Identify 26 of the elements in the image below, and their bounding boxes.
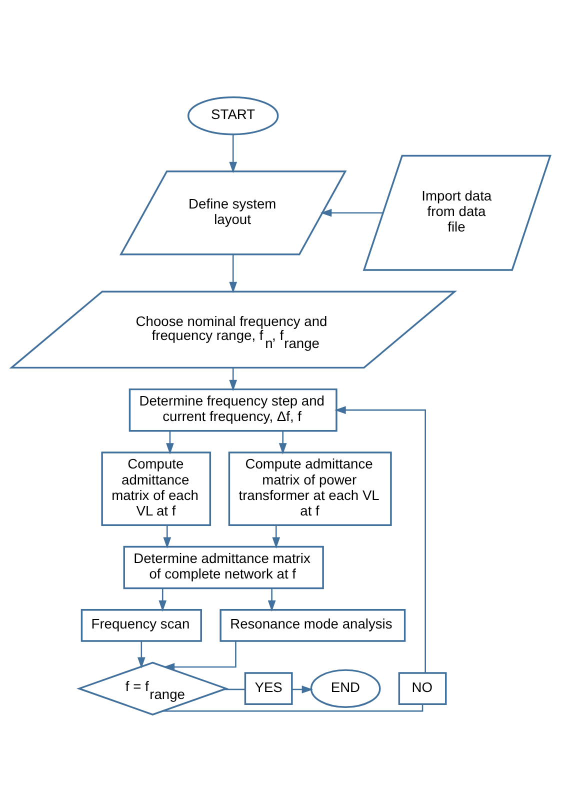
- node-box: Frequency scan: [80, 609, 202, 642]
- node-box: Compute admittance matrix of power transformer at each VL at f: [228, 452, 392, 526]
- connector: [224, 688, 246, 690]
- arrow: [158, 588, 167, 612]
- node-box: YES: [244, 672, 293, 706]
- arrow: [163, 525, 172, 548]
- arrow: [268, 588, 276, 612]
- node-box: Resonance mode analysis: [220, 609, 406, 642]
- node-box: Compute admittance matrix of each VL at f: [101, 452, 212, 526]
- arrow: [320, 208, 383, 217]
- node-box: NO: [398, 672, 447, 706]
- arrow: [272, 525, 280, 548]
- arrow: [334, 406, 426, 673]
- node-ellipse: END: [310, 669, 381, 708]
- arrow: [278, 431, 287, 454]
- connector: [162, 704, 424, 712]
- arrow: [229, 254, 238, 294]
- arrow: [166, 431, 174, 454]
- arrow: [229, 368, 238, 392]
- node-ellipse: START: [187, 96, 279, 136]
- arrow: [163, 641, 236, 671]
- node-box: Determine frequency step and current frequency, Δf, f: [128, 388, 338, 432]
- node-box: Determine admittance matrix of complete network at f: [123, 546, 324, 590]
- arrow: [229, 134, 238, 174]
- arrow: [292, 686, 314, 694]
- arrow: [137, 641, 146, 668]
